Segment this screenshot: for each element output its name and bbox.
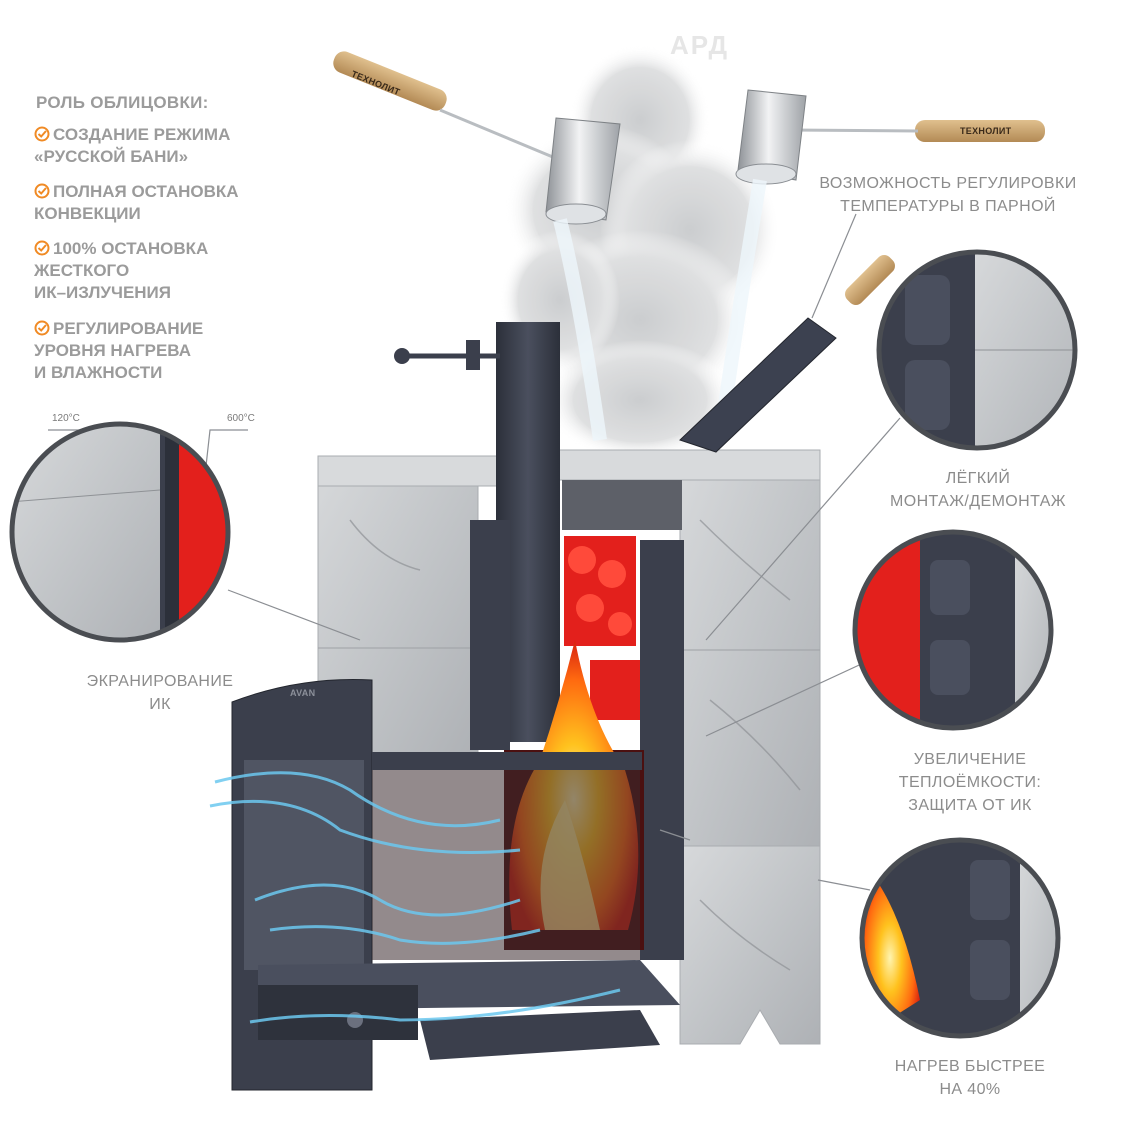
caption-capacity: УВЕЛИЧЕНИЕ ТЕПЛОЁМКОСТИ: ЗАЩИТА ОТ ИК — [898, 751, 1042, 814]
caption-screening: ЭКРАНИРОВАНИЕ ИК — [86, 673, 234, 713]
check-circle-icon — [34, 183, 50, 199]
front-door — [231, 679, 680, 1091]
temp-120: 120°С — [52, 413, 80, 424]
role-title: РОЛЬ ОБЛИЦОВКИ: — [36, 93, 209, 112]
heater-stones — [562, 480, 682, 720]
steam-door — [679, 255, 895, 453]
door-brand: AVAN — [290, 688, 316, 698]
role-item-russian-bath: СОЗДАНИЕ РЕЖИМА «РУССКОЙ БАНИ» — [34, 125, 231, 166]
role-item-ir: 100% ОСТАНОВКА ЖЕСТКОГО ИК–ИЗЛУЧЕНИЯ — [34, 239, 209, 302]
check-circle-icon — [34, 320, 50, 336]
check-circle-icon — [34, 126, 50, 142]
role-item-convection: ПОЛНАЯ ОСТАНОВКА КОНВЕКЦИИ — [34, 182, 239, 223]
ladle-brand-right: ТЕХНОЛИТ — [960, 126, 1012, 136]
ladle-right — [713, 89, 1045, 441]
zoom-screening — [9, 421, 231, 643]
ladle-left — [333, 51, 621, 441]
caption-faster: НАГРЕВ БЫСТРЕЕ НА 40% — [894, 1058, 1046, 1098]
check-circle-icon — [34, 240, 50, 256]
temp-600: 600°С — [227, 413, 255, 424]
zoom-mounting — [876, 249, 1078, 451]
role-item-heating: РЕГУЛИРОВАНИЕ УРОВНЯ НАГРЕВА И ВЛАЖНОСТИ — [34, 319, 204, 382]
watermark: АРД — [670, 30, 730, 60]
zoom-capacity — [852, 529, 1054, 731]
caption-mounting: ЛЁГКИЙ МОНТАЖ/ДЕМОНТАЖ — [890, 470, 1066, 510]
zoom-faster — [859, 837, 1061, 1039]
caption-regulation: ВОЗМОЖНОСТЬ РЕГУЛИРОВКИ ТЕМПЕРАТУРЫ В ПА… — [819, 175, 1077, 215]
air-flow-lines — [209, 771, 621, 1024]
